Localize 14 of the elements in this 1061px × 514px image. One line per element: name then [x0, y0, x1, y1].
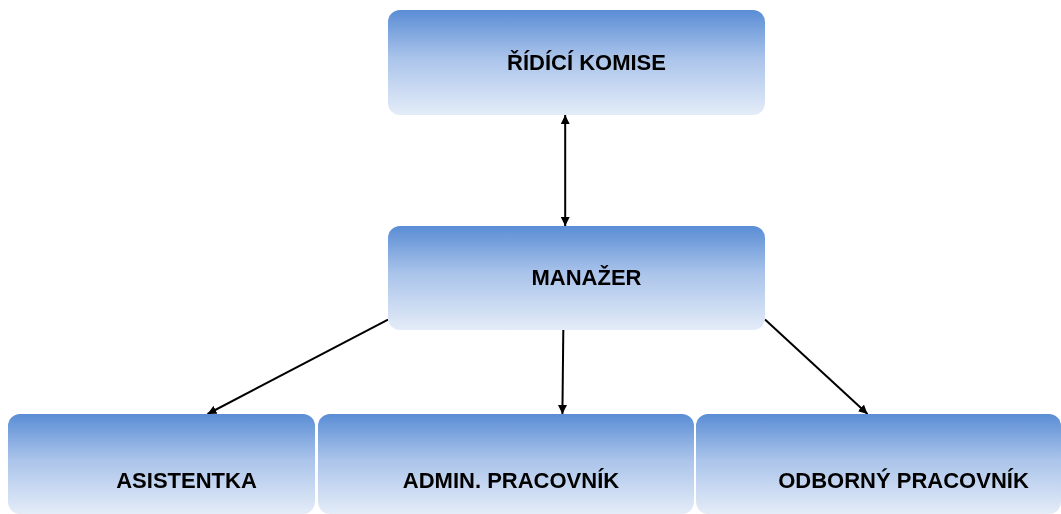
role-box: [388, 226, 765, 330]
role-box: [8, 414, 315, 514]
role-title: ODBORNÝ PRACOVNÍK: [778, 468, 1029, 494]
role-box: [388, 10, 765, 115]
arrow: [206, 318, 389, 415]
role-title: MANAŽER: [531, 265, 642, 291]
arrow: [558, 329, 567, 415]
role-box: [696, 414, 1061, 514]
role-box: [318, 414, 694, 514]
role-title: ASISTENTKA: [116, 468, 257, 494]
arrow: [560, 114, 570, 227]
role-title: ADMIN. PRACOVNÍK: [402, 468, 620, 494]
role-title: ŘÍDÍCÍ KOMISE: [507, 49, 666, 76]
arrow: [764, 318, 869, 415]
